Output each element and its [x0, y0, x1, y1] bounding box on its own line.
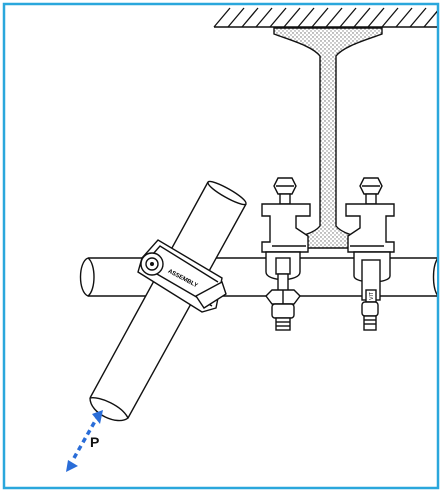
force-label: P	[90, 434, 99, 450]
swivel-clamp: ASSEMBLY	[137, 239, 227, 313]
right-beam-clamp: VIT	[345, 177, 395, 331]
left-beam-clamp	[261, 177, 311, 331]
clamp-side-text: VIT	[369, 292, 375, 300]
force-arrow	[66, 410, 103, 472]
ceiling-hatch	[213, 7, 437, 28]
diagonal-pipe	[89, 180, 247, 422]
